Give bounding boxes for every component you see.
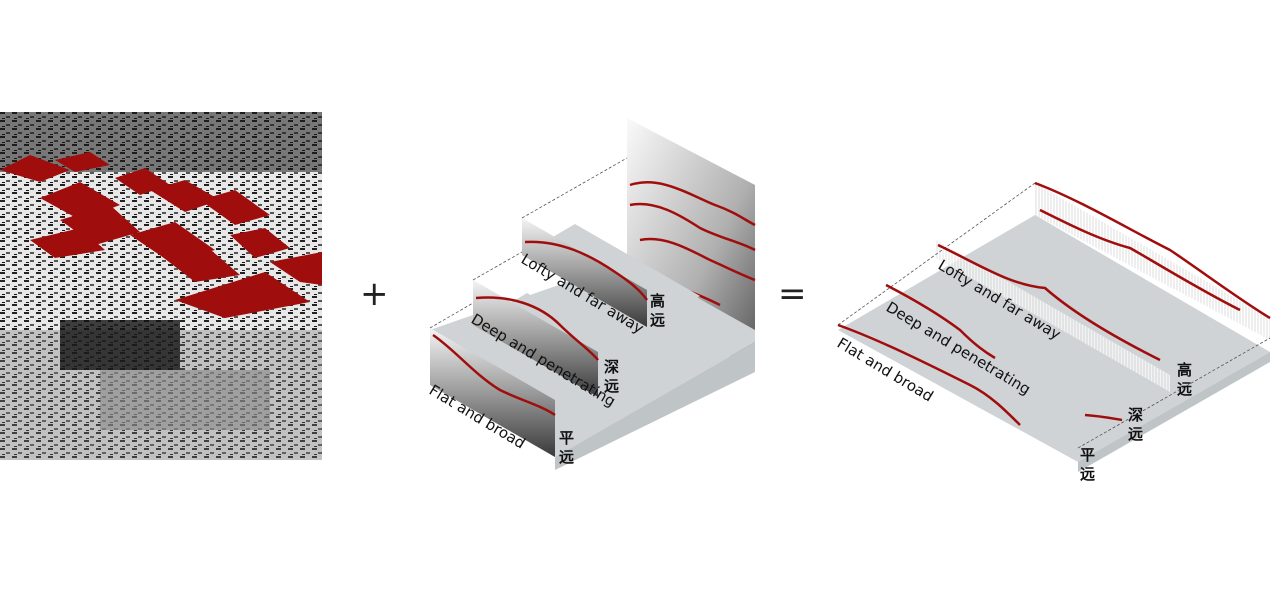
cn-yuan: 远 bbox=[1177, 380, 1192, 398]
cn-yuan: 远 bbox=[1128, 425, 1143, 443]
plus-operator: + bbox=[360, 274, 389, 314]
cn-gao: 高 bbox=[1177, 361, 1192, 379]
deep-step bbox=[472, 251, 652, 397]
cn-yuan: 远 bbox=[559, 448, 574, 466]
village-rooftops-photo bbox=[0, 112, 322, 460]
combined-distances-diagram: Flat and broad Deep and penetrating Loft… bbox=[834, 181, 1271, 483]
flat-ridge-line bbox=[837, 323, 1021, 426]
deep-ridge-line bbox=[937, 243, 1161, 362]
lofty-ridge-line bbox=[1034, 181, 1271, 320]
cn-yuan: 远 bbox=[650, 311, 665, 329]
flat-step bbox=[429, 302, 607, 457]
base-side bbox=[555, 342, 755, 470]
cn-yuan: 远 bbox=[604, 377, 619, 395]
cn-gao: 高 bbox=[650, 292, 665, 310]
cn-ping: 平 bbox=[559, 429, 574, 447]
red-roofs bbox=[0, 152, 322, 318]
cn-yuan: 远 bbox=[1080, 465, 1095, 483]
equals-operator: = bbox=[778, 274, 807, 314]
lofty-step bbox=[521, 157, 700, 327]
cn-shen: 深 bbox=[604, 358, 619, 376]
combined-side bbox=[1078, 352, 1270, 472]
cn-shen: 深 bbox=[1128, 406, 1143, 424]
cn-ping: 平 bbox=[1080, 446, 1095, 464]
separate-distances-diagram: Flat and broad Deep and penetrating Loft… bbox=[426, 118, 756, 470]
